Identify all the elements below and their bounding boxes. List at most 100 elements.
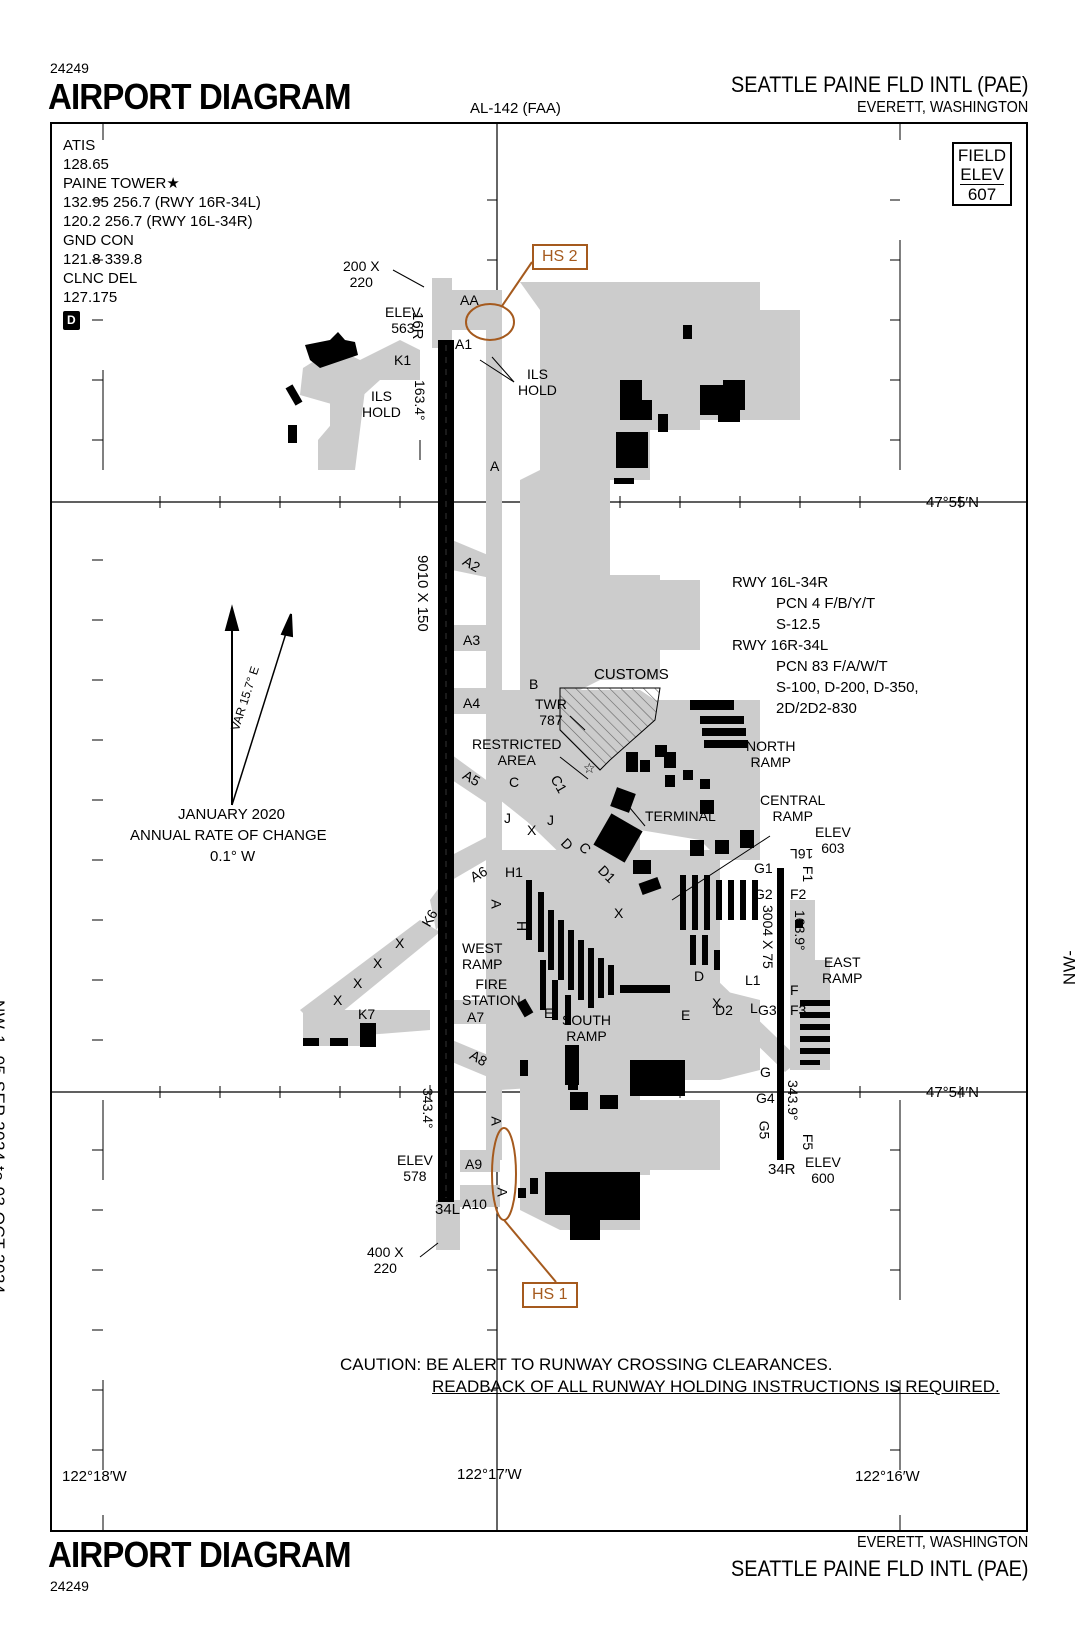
taxiway-label: K6 — [418, 906, 441, 930]
caution-line2: READBACK OF ALL RUNWAY HOLDING INSTRUCTI… — [432, 1377, 1000, 1396]
frequency-block: ATIS 128.65 PAINE TOWER★ 132.95 256.7 (R… — [63, 136, 261, 330]
label-elev-600: ELEV 600 — [805, 1154, 841, 1186]
taxiway-label: A1 — [455, 336, 473, 352]
rwy-info-line: 2D/2D2-830 — [776, 700, 857, 717]
label-elev-578: ELEV 578 — [397, 1152, 433, 1184]
taxiway-label: J — [547, 812, 554, 828]
taxiway-label: A4 — [463, 695, 481, 711]
svg-text:X: X — [712, 995, 722, 1011]
label-east-ramp: EAST RAMP — [822, 954, 863, 986]
mag-rate: 0.1° W — [210, 848, 256, 865]
taxiway-label: A8 — [467, 1046, 490, 1070]
taxiway-label: A9 — [465, 1156, 483, 1172]
taxiway-label: G1 — [754, 860, 773, 876]
svg-text:X: X — [527, 822, 537, 838]
taxiway-label: A — [494, 1187, 511, 1197]
runway-pcn-info: RWY 16L-34R PCN 4 F/B/Y/T S-12.5 RWY 16R… — [732, 572, 919, 719]
label-hdg-163-4: 163.4° — [412, 380, 428, 421]
taxiway-label: G4 — [756, 1090, 775, 1106]
taxiway-label: G5 — [756, 1120, 773, 1140]
freq-line: 120.2 256.7 (RWY 16L-34R) — [63, 213, 253, 230]
label-ils-hold-east: ILS HOLD — [518, 366, 557, 398]
label-restricted-area: RESTRICTED AREA — [472, 736, 562, 768]
taxiway-label: D — [694, 968, 705, 984]
taxiway-label: C1 — [547, 772, 571, 796]
rwy-info-line: PCN 83 F/A/W/T — [776, 658, 888, 675]
label-rwy-16l: 16L — [790, 846, 814, 862]
taxiway-label: AA — [460, 292, 479, 308]
mag-date: JANUARY 2020 — [178, 806, 286, 823]
freq-line: GND CON — [63, 232, 134, 249]
taxiway-label: H — [514, 920, 531, 932]
customs-area — [559, 687, 661, 771]
field-elevation-box: FIELD ELEV 607 — [952, 142, 1012, 206]
freq-line: 127.175 — [63, 289, 118, 306]
taxiway-label: A7 — [467, 1009, 485, 1025]
airport-name-bottom: SEATTLE PAINE FLD INTL (PAE) — [730, 1556, 1028, 1581]
buildings — [285, 325, 830, 1240]
taxiway-label: A — [488, 1116, 505, 1126]
caution-line1: CAUTION: BE ALERT TO RUNWAY CROSSING CLE… — [340, 1355, 833, 1374]
taxiway-label: G3 — [758, 1002, 777, 1018]
label-ils-hold-west: ILS HOLD — [362, 388, 401, 420]
taxiway-label: A10 — [462, 1196, 487, 1212]
label-twr: TWR 787 — [535, 696, 567, 728]
chart-frame — [50, 122, 1028, 1532]
taxiway-label: G — [760, 1064, 771, 1080]
airport-location-top: EVERETT, WASHINGTON — [856, 99, 1028, 116]
taxiway-label: A — [490, 458, 500, 474]
rwy-info-line: S-100, D-200, D-350, — [776, 679, 919, 696]
field-elev-line1: FIELD — [957, 146, 1007, 165]
label-elev-603: ELEV 603 — [815, 824, 851, 856]
lon-label-mid: 122°17′W — [457, 1466, 522, 1483]
procedure-id: AL-142 (FAA) — [470, 100, 561, 117]
taxiway-label: B — [529, 676, 539, 692]
label-rwy34l-dims: 400 X 220 — [367, 1244, 404, 1276]
hotspot-markers — [465, 261, 557, 1283]
magnetic-variation-arrows — [224, 604, 294, 806]
label-rwy-16r: 16R — [409, 312, 426, 340]
label-hdg-343-9: 343.9° — [785, 1080, 801, 1121]
lon-label-right: 122°16′W — [855, 1468, 920, 1485]
taxiway-label: F — [790, 982, 799, 998]
freq-line: 128.65 — [63, 156, 109, 173]
hotspot-hs2[interactable]: HS 2 — [532, 244, 588, 270]
lon-label-left: 122°18′W — [62, 1468, 127, 1485]
airport-name-top: SEATTLE PAINE FLD INTL (PAE) — [730, 72, 1028, 97]
taxiway-label: A5 — [460, 766, 483, 790]
svg-text:X: X — [395, 935, 405, 951]
label-hdg-343-4: 343.4° — [420, 1088, 436, 1129]
svg-text:X: X — [614, 905, 624, 921]
label-north-ramp: NORTH RAMP — [746, 738, 796, 770]
svg-text:X: X — [353, 975, 363, 991]
freq-line: ATIS — [63, 137, 96, 154]
taxiway-label: D1 — [594, 862, 619, 886]
runway-16l-34r — [777, 868, 784, 1160]
label-rwy16r-dims: 200 X 220 — [343, 258, 380, 290]
hotspot-hs1[interactable]: HS 1 — [522, 1282, 578, 1308]
taxiway-label: E — [681, 1007, 691, 1023]
label-customs: CUSTOMS — [594, 666, 669, 683]
label-south-ramp: SOUTH RAMP — [562, 1012, 611, 1044]
taxiway-label: A3 — [463, 632, 481, 648]
label-west-ramp: WEST RAMP — [462, 940, 503, 972]
taxiway-label: K7 — [358, 1006, 376, 1022]
taxiway-label: A2 — [460, 552, 483, 576]
rwy-info-line: RWY 16L-34R — [732, 574, 829, 591]
svg-text:X: X — [333, 992, 343, 1008]
taxiway-label: A6 — [467, 862, 490, 886]
rwy-info-line: S-12.5 — [776, 616, 821, 633]
freq-line: 132.95 256.7 (RWY 16R-34L) — [63, 194, 261, 211]
label-rwy-34r: 34R — [768, 1161, 796, 1178]
label-fire-station: FIRE STATION — [462, 976, 521, 1008]
chart-title-bottom: AIRPORT DIAGRAM — [48, 1534, 352, 1575]
taxiway-label: F5 — [800, 1133, 817, 1151]
taxiway-label: C — [509, 774, 520, 790]
d-badge-icon: D — [63, 311, 80, 330]
taxiway-label: L — [750, 1000, 758, 1016]
label-rwy-east-dims: 3004 X 75 — [760, 905, 776, 969]
taxiway-label: F1 — [800, 865, 817, 883]
freq-line: 121.8 339.8 — [63, 251, 143, 268]
